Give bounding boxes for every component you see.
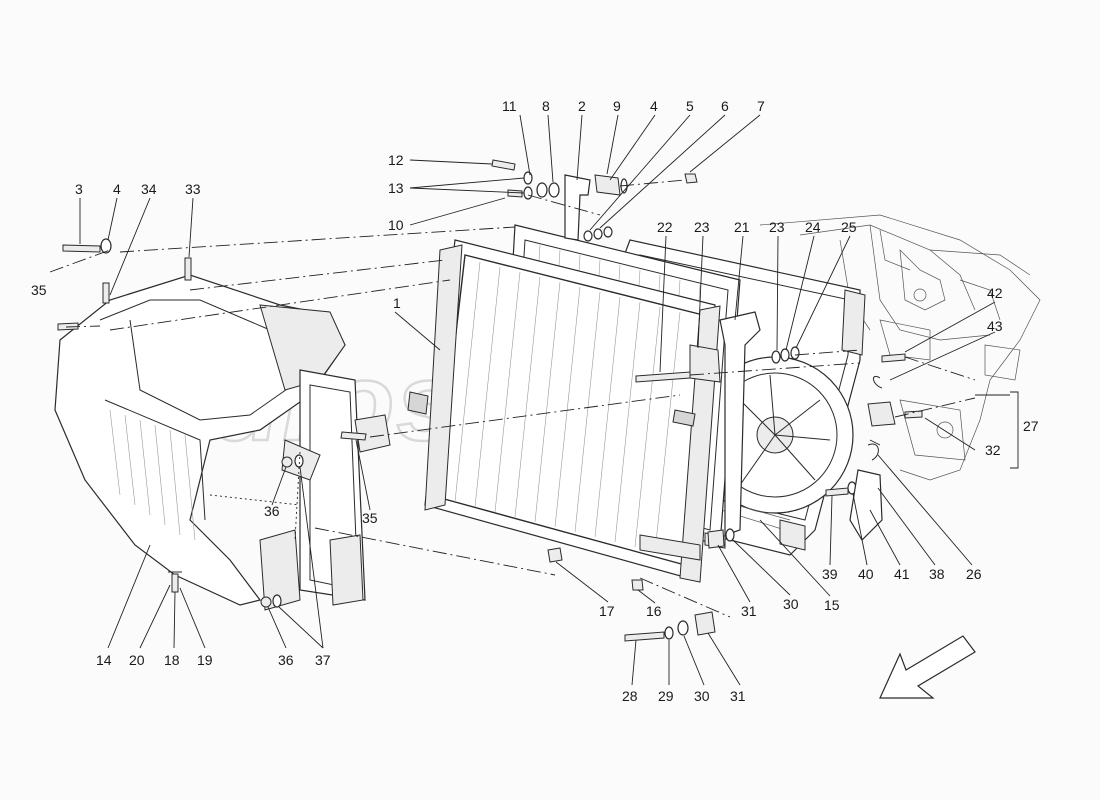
callout-35: 35	[31, 282, 47, 298]
callout-30b: 30	[694, 688, 710, 704]
callout-27: 27	[1023, 418, 1039, 434]
callout-6: 6	[721, 98, 729, 114]
callout-24: 24	[805, 219, 821, 235]
callout-26: 26	[966, 566, 982, 582]
callout-33: 33	[185, 181, 201, 197]
leader-lines	[79, 114, 1019, 686]
callout-1: 1	[393, 295, 401, 311]
callout-25: 25	[841, 219, 857, 235]
callout-labels: 11 8 2 9 4 5 6 7 12 13 10 3 4 34 33 35 1…	[31, 98, 1039, 704]
callout-22: 22	[657, 219, 673, 235]
callout-13: 13	[388, 180, 404, 196]
callout-16: 16	[646, 603, 662, 619]
callout-32: 32	[985, 442, 1001, 458]
callout-5: 5	[686, 98, 694, 114]
callout-40: 40	[858, 566, 874, 582]
callout-41: 41	[894, 566, 910, 582]
callout-43: 43	[987, 318, 1003, 334]
assembly-lines	[49, 179, 976, 618]
callout-34: 34	[141, 181, 157, 197]
callout-23: 23	[694, 219, 710, 235]
callout-35b: 35	[362, 510, 378, 526]
left-hardware	[57, 238, 367, 608]
callout-30: 30	[783, 596, 799, 612]
callout-21: 21	[734, 219, 750, 235]
callout-37: 37	[315, 652, 331, 668]
radiator-side-tank-left	[424, 244, 463, 511]
callout-20: 20	[129, 652, 145, 668]
air-duct	[54, 274, 346, 606]
callout-19: 19	[197, 652, 213, 668]
callout-36b: 36	[278, 652, 294, 668]
callout-42: 42	[987, 285, 1003, 301]
callout-23b: 23	[769, 219, 785, 235]
callout-28: 28	[622, 688, 638, 704]
callout-31b: 31	[730, 688, 746, 704]
callout-7: 7	[757, 98, 765, 114]
callout-29: 29	[658, 688, 674, 704]
callout-14: 14	[96, 652, 112, 668]
callout-39: 39	[822, 566, 838, 582]
callout-4b: 4	[113, 181, 121, 197]
direction-arrow-icon	[879, 635, 976, 699]
right-hardware	[635, 346, 923, 541]
radiator-inlet	[407, 391, 429, 415]
callout-11: 11	[502, 98, 517, 114]
callout-38: 38	[929, 566, 945, 582]
bottom-hardware	[547, 528, 735, 642]
duct-side-panel	[259, 369, 391, 611]
callout-18: 18	[164, 652, 180, 668]
callout-4: 4	[650, 98, 658, 114]
callout-17: 17	[599, 603, 615, 619]
callout-10: 10	[388, 217, 404, 233]
callout-36: 36	[264, 503, 280, 519]
callout-15: 15	[824, 597, 840, 613]
callout-2: 2	[578, 98, 586, 114]
callout-8: 8	[542, 98, 550, 114]
callout-9: 9	[613, 98, 621, 114]
callout-12: 12	[388, 152, 404, 168]
callout-31: 31	[741, 603, 757, 619]
top-hardware	[491, 159, 698, 242]
callout-3: 3	[75, 181, 83, 197]
